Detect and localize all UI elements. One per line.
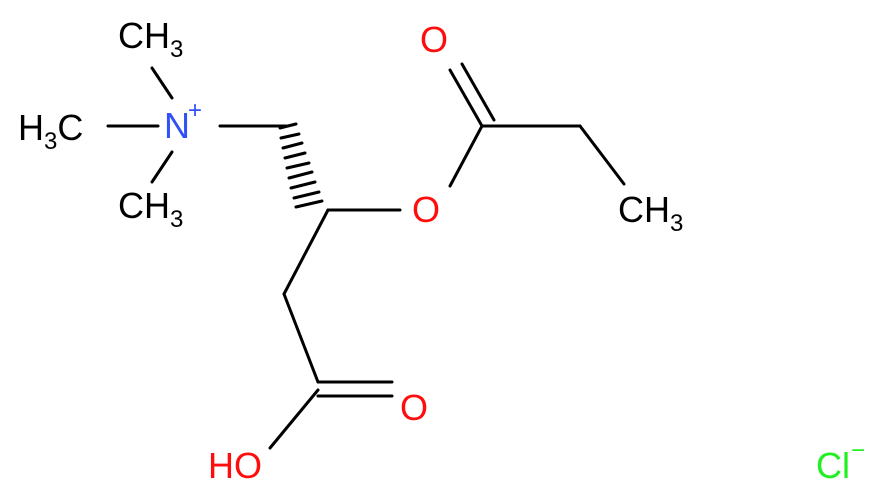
bond-n-methyl-top — [150, 66, 174, 100]
nitrogen-label: N+ — [164, 97, 202, 146]
bond-ester-o-carbonyl-c — [448, 124, 484, 188]
bond-c2-c3 — [282, 208, 330, 296]
bond-c3-c4 — [282, 292, 320, 384]
methyl-bottom-label: CH3 — [118, 185, 183, 233]
ester-oxygen-label: O — [412, 189, 440, 230]
bond-ester-c-o-double-1 — [448, 68, 484, 128]
bond-acid-c-oh — [268, 388, 320, 450]
hydroxyl-label: HO — [208, 445, 262, 486]
chloride-label: Cl− — [816, 437, 865, 486]
methyl-left-label: H3C — [18, 107, 83, 155]
bond-ester-c-o-double-2 — [460, 62, 496, 122]
ester-carbonyl-oxygen-label: O — [420, 19, 448, 60]
bond-ch2-ch3 — [578, 124, 626, 186]
bond-n-methyl-bottom — [150, 150, 174, 184]
hashed-wedge-bond — [278, 122, 324, 209]
methyl-top-label: CH3 — [118, 15, 183, 63]
ethyl-methyl-label: CH3 — [618, 189, 683, 237]
acid-carbonyl-oxygen-label: O — [400, 387, 428, 428]
